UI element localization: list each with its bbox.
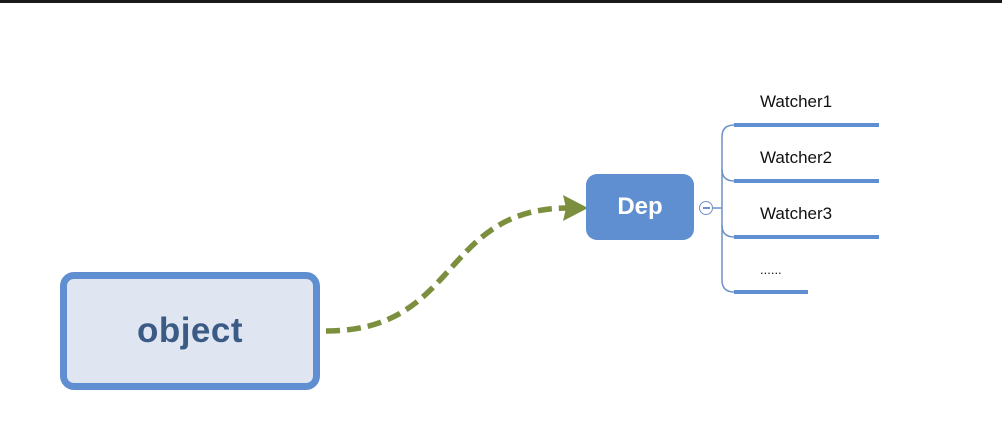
branch-curve-3 [721, 224, 735, 238]
branch-curve-2 [721, 168, 735, 182]
watcher2-label[interactable]: Watcher2 [760, 148, 833, 167]
top-border [0, 0, 1002, 3]
object-node[interactable]: object [60, 272, 320, 390]
branch-trunk [721, 124, 735, 293]
collapse-toggle-icon[interactable] [699, 201, 713, 215]
object-label: object [136, 311, 244, 350]
dep-node[interactable]: Dep [586, 174, 694, 240]
ellipsis-label[interactable]: ...... [760, 262, 782, 277]
watcher3-label[interactable]: Watcher3 [760, 204, 833, 223]
watcher1-label[interactable]: Watcher1 [760, 92, 833, 111]
relation-arrow-line [325, 205, 567, 334]
dep-label: Dep [617, 193, 663, 220]
relation-arrow-head [563, 195, 588, 221]
minus-icon [702, 207, 710, 209]
